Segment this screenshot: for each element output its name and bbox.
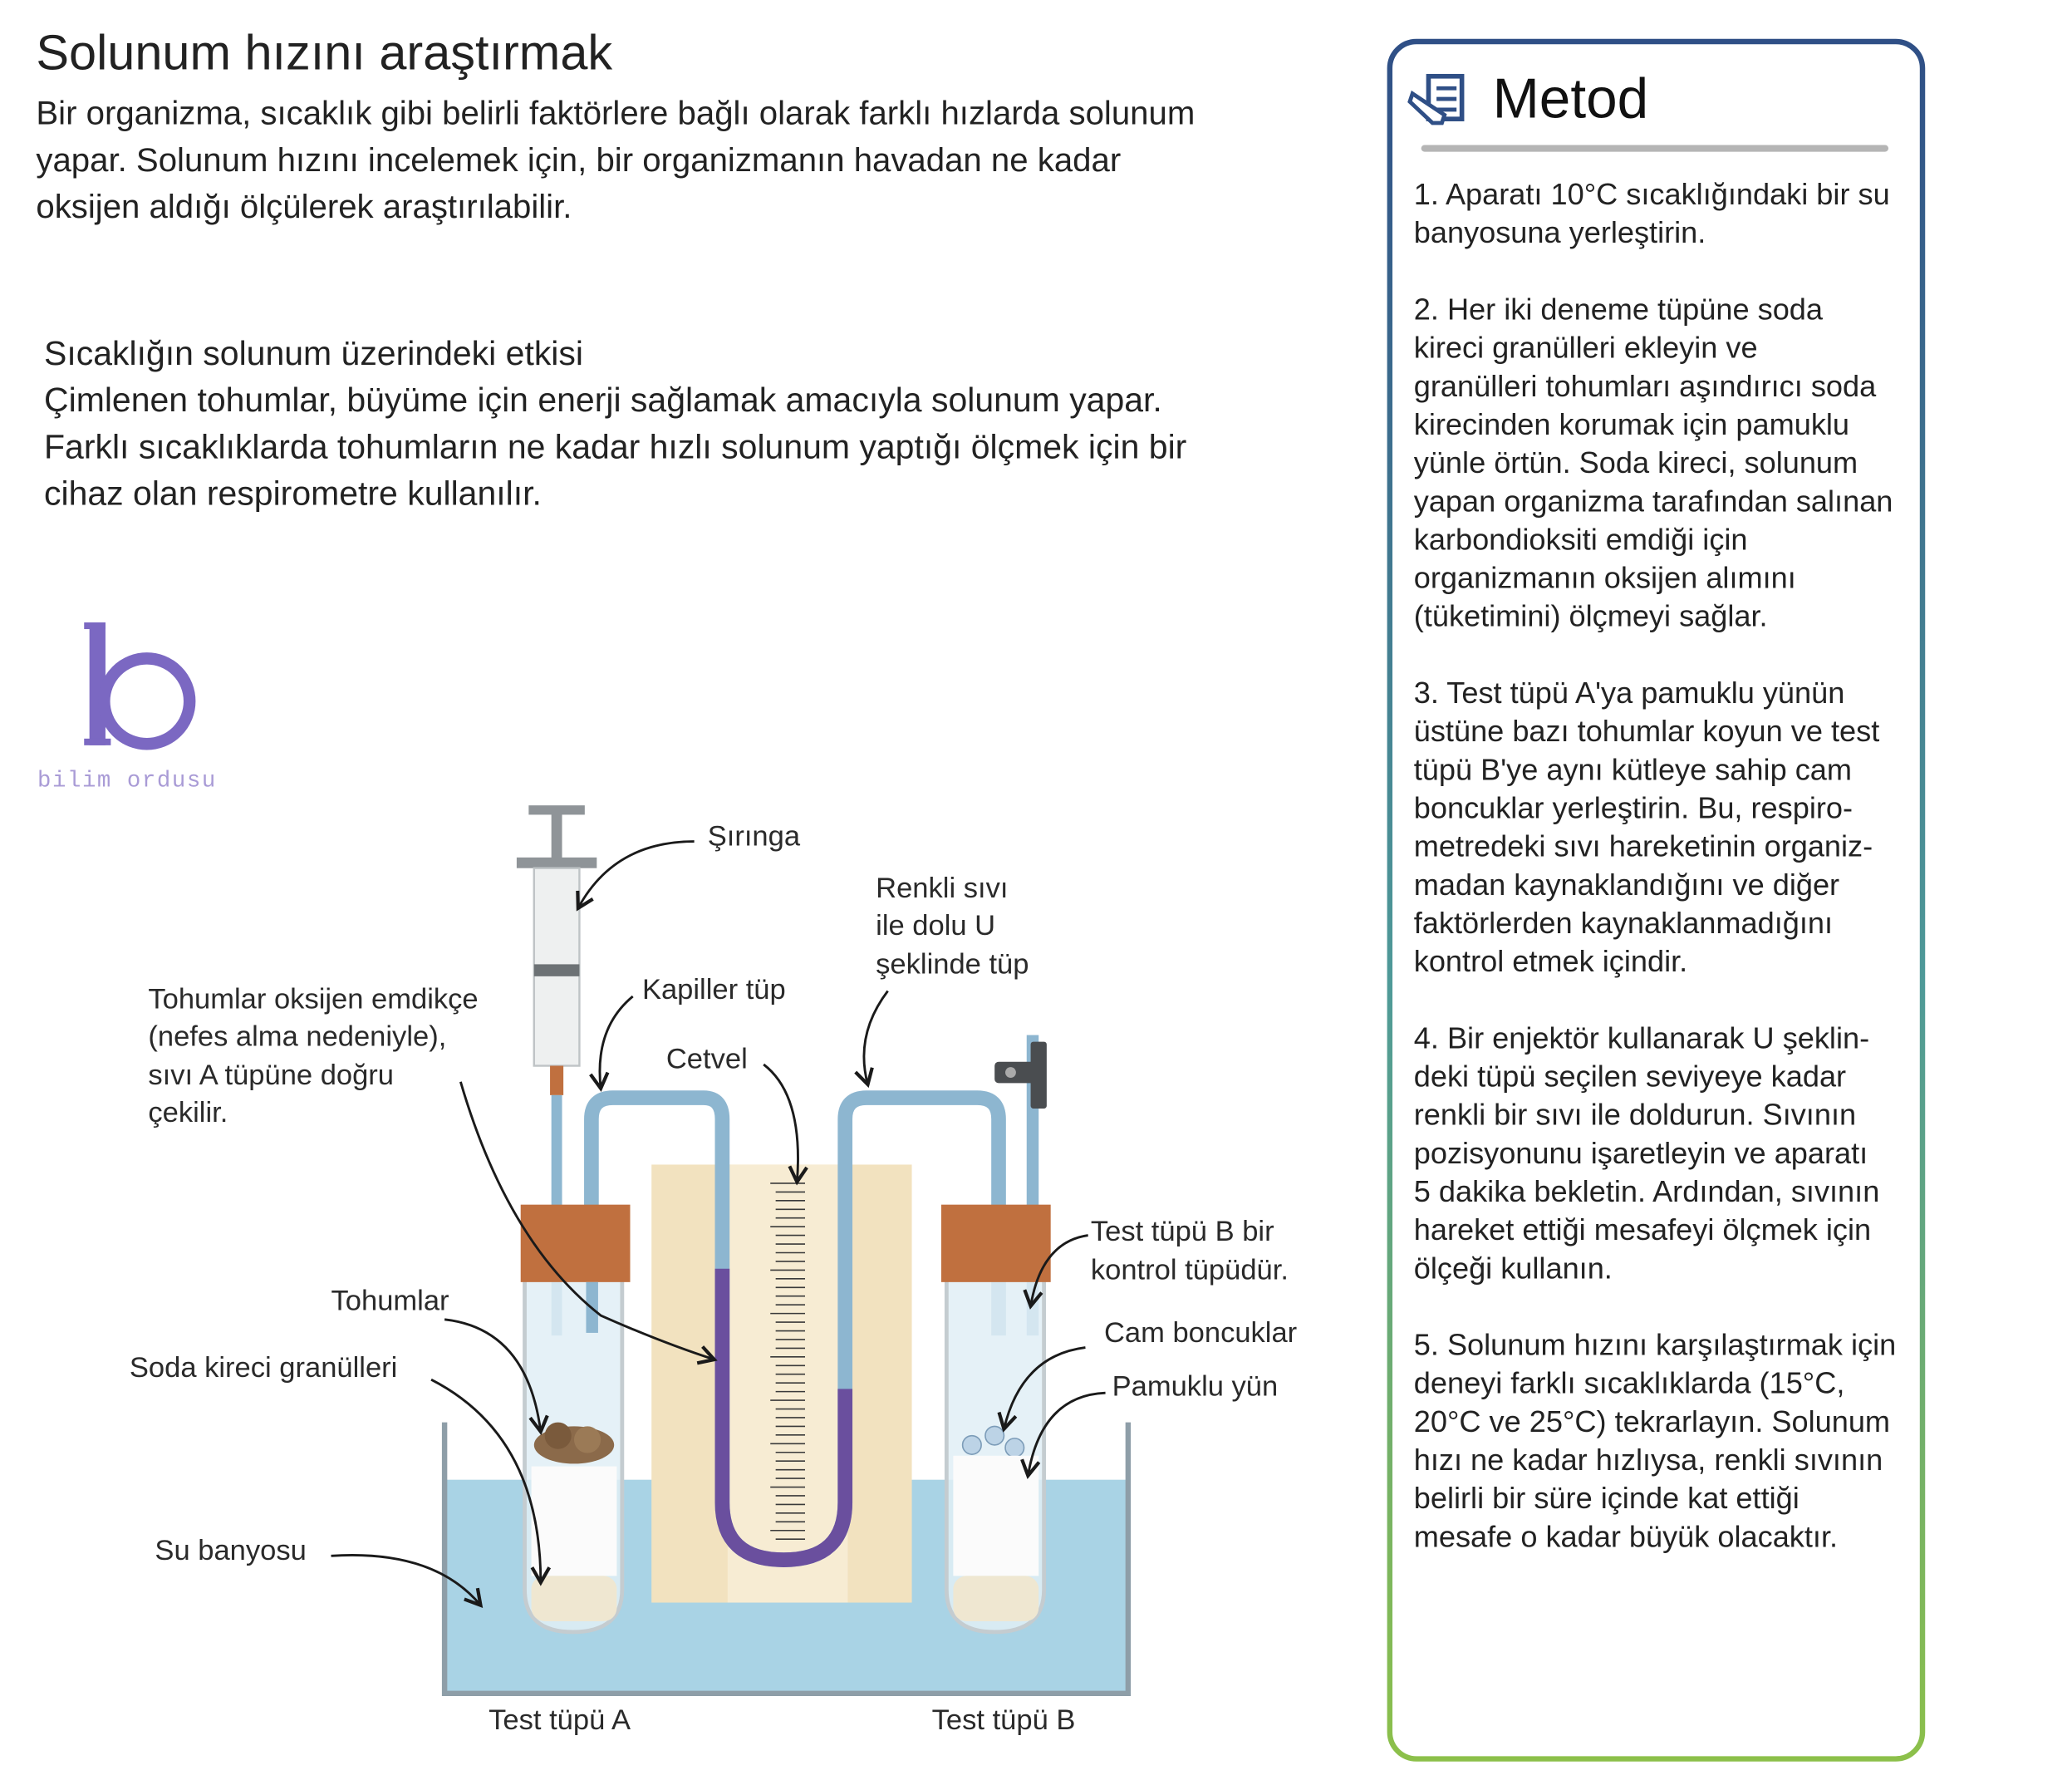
method-step-4-line: pozisyonunu işaretleyin ve aparatı bbox=[1414, 1136, 1868, 1170]
ruler bbox=[651, 1164, 912, 1603]
method-title: Metod bbox=[1493, 68, 1649, 130]
section-paragraph: Sıcaklığın solunum üzerindeki etkisi Çim… bbox=[44, 334, 1186, 513]
label-soda-lime: Soda kireci granülleri bbox=[130, 1352, 397, 1384]
document-pencil-icon bbox=[1407, 73, 1465, 125]
ruler-ticks bbox=[770, 1183, 805, 1540]
label-capillary: Kapiller tüp bbox=[642, 974, 786, 1006]
section-line: Farklı sıcaklıklarda tohumların ne kadar… bbox=[44, 427, 1186, 465]
method-step-4-line: ölçeği kullanın. bbox=[1414, 1251, 1613, 1285]
label-cotton: Pamuklu yün bbox=[1112, 1370, 1279, 1402]
method-step-1-line: 1. Aparatı 10°C sıcaklığındaki bir su bbox=[1414, 177, 1890, 211]
u-tube bbox=[584, 1090, 1006, 1567]
label-control: kontrol tüpüdür. bbox=[1091, 1255, 1289, 1286]
method-step-2-line: 2. Her iki deneme tüpüne soda bbox=[1414, 293, 1824, 327]
label-syringe: Şırınga bbox=[708, 820, 801, 852]
method-step-3-line: kontrol etmek içindir. bbox=[1414, 944, 1687, 978]
label-water-bath: Su banyosu bbox=[155, 1535, 306, 1566]
method-step-3-line: faktörlerden kaynaklanmadığını bbox=[1414, 906, 1833, 940]
method-step-2-line: kirecinden korumak için pamuklu bbox=[1414, 407, 1849, 441]
method-step-3-line: üstüne bazı tohumlar koyun ve test bbox=[1414, 714, 1880, 748]
logo: bilim ordusu bbox=[37, 622, 217, 794]
method-step-5-line: mesafe o kadar büyük olacaktır. bbox=[1414, 1519, 1838, 1553]
label-seeds-note: (nefes alma nedeniyle), bbox=[148, 1020, 446, 1052]
logo-text: bilim ordusu bbox=[37, 769, 217, 794]
label-glass-beads: Cam boncuklar bbox=[1104, 1317, 1297, 1349]
label-control: Test tüpü B bir bbox=[1091, 1216, 1274, 1247]
method-step-5-line: belirli bir süre içinde kat ettiği bbox=[1414, 1481, 1799, 1515]
test-tube-a bbox=[520, 1204, 631, 1635]
method-step-3-line: boncuklar yerleştirin. Bu, respiro- bbox=[1414, 790, 1853, 824]
label-u-tube: Renkli sıvı bbox=[876, 873, 1008, 904]
method-step-3-line: madan kaynaklandığını ve diğer bbox=[1414, 868, 1839, 902]
label-ruler: Cetvel bbox=[666, 1044, 748, 1075]
method-step-1-line: banyosuna yerleştirin. bbox=[1414, 215, 1706, 249]
label-tube-b: Test tüpü B bbox=[932, 1704, 1076, 1736]
method-step-4-line: hareket ettiği mesafeyi ölçmek için bbox=[1414, 1212, 1871, 1246]
method-step-3-line: 3. Test tüpü A'ya pamuklu yünün bbox=[1414, 676, 1845, 710]
method-step-4-line: renkli bir sıvı ile doldurun. Sıvının bbox=[1414, 1098, 1856, 1132]
method-step-2-line: karbondioksiti emdiği için bbox=[1414, 522, 1748, 556]
intro-line: yapar. Solunum hızını incelemek için, bi… bbox=[36, 141, 1121, 179]
method-step-5-line: deneyi farklı sıcaklıklarda (15°C, bbox=[1414, 1366, 1845, 1400]
intro-line: Bir organizma, sıcaklık gibi belirli fak… bbox=[36, 95, 1195, 132]
method-step-2-line: granülleri tohumları aşındırıcı soda bbox=[1414, 369, 1877, 403]
method-step-2-line: yünle örtün. Soda kireci, solunum bbox=[1414, 445, 1858, 479]
label-seeds-note: Tohumlar oksijen emdikçe bbox=[148, 983, 478, 1015]
page-title: Solunum hızını araştırmak bbox=[36, 25, 612, 81]
respirometer-diagram: Şırınga Renkli sıvı ile dolu U şeklinde … bbox=[130, 805, 1297, 1736]
label-u-tube: şeklinde tüp bbox=[876, 949, 1029, 981]
label-tube-a: Test tüpü A bbox=[489, 1704, 631, 1736]
method-step-5-line: 5. Solunum hızını karşılaştırmak için bbox=[1414, 1328, 1896, 1362]
label-seeds-note: sıvı A tüpüne doğru bbox=[148, 1060, 394, 1091]
label-seeds-note: çekilir. bbox=[148, 1097, 228, 1128]
section-heading: Sıcaklığın solunum üzerindeki etkisi bbox=[44, 334, 583, 372]
intro-line: oksijen aldığı ölçülerek araştırılabilir… bbox=[36, 188, 572, 225]
section-line: cihaz olan respirometre kullanılır. bbox=[44, 474, 542, 513]
method-step-5-line: hızı ne kadar hızlıysa, renkli sıvının bbox=[1414, 1443, 1883, 1477]
method-step-3-line: tüpü B'ye aynı kütleye sahip cam bbox=[1414, 752, 1852, 786]
method-step-2-line: yapan organizma tarafından salınan bbox=[1414, 484, 1893, 518]
method-step-2-line: organizmanın oksijen alımını bbox=[1414, 561, 1796, 595]
label-arrows bbox=[331, 840, 1106, 1608]
method-step-2-line: kireci granülleri ekleyin ve bbox=[1414, 331, 1758, 365]
method-step-2-line: (tüketimini) ölçmeyi sağlar. bbox=[1414, 599, 1768, 633]
test-tube-b bbox=[940, 1204, 1051, 1635]
method-step-5-line: 20°C ve 25°C) tekrarlayın. Solunum bbox=[1414, 1404, 1890, 1438]
method-steps: 1. Aparatı 10°C sıcaklığındaki bir su ban… bbox=[1414, 177, 1896, 1553]
section-line: Çimlenen tohumlar, büyüme için enerji sa… bbox=[44, 381, 1162, 419]
method-step-4-line: 4. Bir enjektör kullanarak U şeklin- bbox=[1414, 1020, 1869, 1055]
label-u-tube: ile dolu U bbox=[876, 910, 995, 942]
method-step-4-line: 5 dakika bekletin. Ardından, sıvının bbox=[1414, 1174, 1880, 1208]
intro-paragraph: Bir organizma, sıcaklık gibi belirli fak… bbox=[36, 95, 1195, 225]
method-panel: Metod 1. Aparatı 10°C sıcaklığındaki bir… bbox=[1387, 38, 1926, 1762]
method-step-3-line: metredeki sıvı hareketinin organiz- bbox=[1414, 829, 1873, 863]
method-step-4-line: deki tüpü seçilen seviyeye kadar bbox=[1414, 1060, 1846, 1094]
label-seeds: Tohumlar bbox=[331, 1286, 449, 1317]
